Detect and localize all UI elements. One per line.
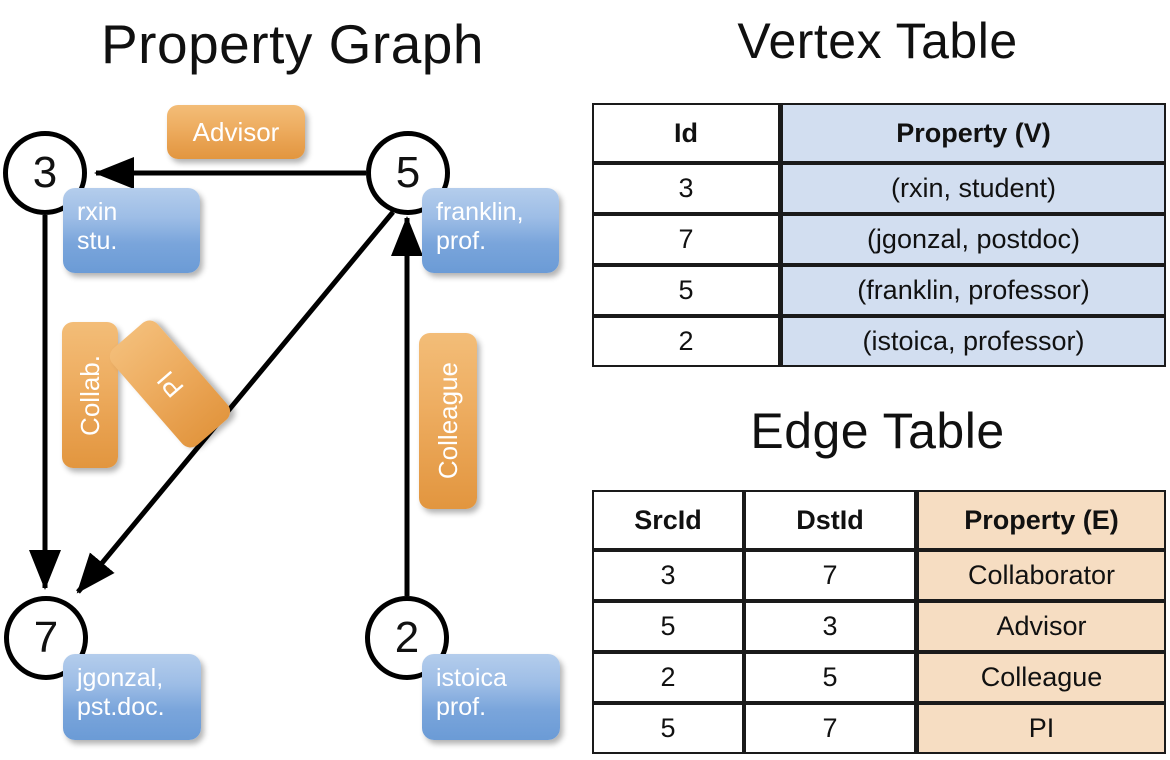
vertex-table-cell-property: (rxin, student) bbox=[780, 163, 1166, 214]
edge-table-cell-srcid: 5 bbox=[592, 703, 744, 754]
vertex-property-line: rxin bbox=[77, 198, 118, 226]
table-row: 5 3 Advisor bbox=[592, 601, 1166, 652]
vertex-property-box-istoica[interactable]: istoica prof. bbox=[422, 654, 560, 740]
graph-node-7-label: 7 bbox=[33, 613, 59, 662]
vertex-table-cell-id: 3 bbox=[592, 163, 780, 214]
vertex-property-line: prof. bbox=[436, 226, 487, 255]
edge-property-box-colleague[interactable]: Colleague bbox=[419, 333, 477, 509]
vertex-table-cell-id: 7 bbox=[592, 214, 780, 265]
vertex-table-header-id: Id bbox=[592, 103, 780, 163]
vertex-property-line: prof. bbox=[436, 692, 487, 721]
table-row: 5 7 PI bbox=[592, 703, 1166, 754]
edge-table-cell-dstid: 7 bbox=[744, 550, 916, 601]
property-graph-diagram: 3 5 7 2 rxin stu. franklin, prof. jgonza… bbox=[3, 105, 560, 740]
edge-table-cell-dstid: 3 bbox=[744, 601, 916, 652]
edge-table-cell-srcid: 2 bbox=[592, 652, 744, 703]
graph-edges-layer bbox=[29, 157, 423, 596]
edge-table-cell-property: Colleague bbox=[916, 652, 1166, 703]
table-row: 3 (rxin, student) bbox=[592, 163, 1166, 214]
graph-node-3-label: 3 bbox=[32, 148, 58, 197]
vertex-table-cell-id: 2 bbox=[592, 316, 780, 367]
edge-table-cell-srcid: 3 bbox=[592, 550, 744, 601]
table-row: 2 (istoica, professor) bbox=[592, 316, 1166, 367]
table-header-row: SrcId DstId Property (E) bbox=[592, 490, 1166, 550]
edge-property-box-advisor[interactable]: Advisor bbox=[167, 105, 305, 159]
page-title-property-graph: Property Graph bbox=[100, 13, 484, 75]
edge-table-cell-dstid: 7 bbox=[744, 703, 916, 754]
edge-table-cell-property: Advisor bbox=[916, 601, 1166, 652]
table-row: 3 7 Collaborator bbox=[592, 550, 1166, 601]
graph-node-2-label: 2 bbox=[394, 613, 420, 662]
vertex-property-line: pst.doc. bbox=[77, 692, 165, 721]
vertex-table-cell-property: (jgonzal, postdoc) bbox=[780, 214, 1166, 265]
edge-property-label: Advisor bbox=[192, 116, 280, 147]
table-header-row: Id Property (V) bbox=[592, 103, 1166, 163]
vertex-property-box-rxin[interactable]: rxin stu. bbox=[63, 188, 200, 273]
vertex-property-line: franklin, bbox=[436, 198, 524, 226]
vertex-property-line: stu. bbox=[77, 226, 118, 255]
vertex-property-line: jgonzal, bbox=[77, 664, 164, 692]
edge-property-box-collab[interactable]: Collab. bbox=[62, 322, 118, 468]
table-row: 7 (jgonzal, postdoc) bbox=[592, 214, 1166, 265]
table-row: 2 5 Colleague bbox=[592, 652, 1166, 703]
edge-table-header-dstid: DstId bbox=[744, 490, 916, 550]
edge-table-header-srcid: SrcId bbox=[592, 490, 744, 550]
vertex-table-header-property: Property (V) bbox=[780, 103, 1166, 163]
vertex-table-cell-id: 5 bbox=[592, 265, 780, 316]
page-title-vertex-table: Vertex Table bbox=[737, 13, 1018, 69]
edge-table: SrcId DstId Property (E) 3 7 Collaborato… bbox=[592, 490, 1166, 754]
graph-node-2[interactable]: 2 bbox=[365, 596, 449, 680]
table-row: 5 (franklin, professor) bbox=[592, 265, 1166, 316]
vertex-property-box-jgonzal[interactable]: jgonzal, pst.doc. bbox=[63, 654, 201, 740]
vertex-table-cell-property: (franklin, professor) bbox=[780, 265, 1166, 316]
edge-table-cell-property: Collaborator bbox=[916, 550, 1166, 601]
edge-table-cell-dstid: 5 bbox=[744, 652, 916, 703]
graph-node-5-label: 5 bbox=[395, 148, 421, 197]
edge-property-label: PI bbox=[150, 365, 190, 404]
edge-property-label: Collab. bbox=[74, 354, 105, 436]
edge-table-cell-property: PI bbox=[916, 703, 1166, 754]
edge-5-to-7-pi bbox=[76, 210, 395, 594]
vertex-property-line: istoica bbox=[436, 664, 507, 692]
vertex-property-box-franklin[interactable]: franklin, prof. bbox=[422, 188, 559, 273]
edge-table-cell-srcid: 5 bbox=[592, 601, 744, 652]
graph-node-5[interactable]: 5 bbox=[366, 131, 450, 215]
edge-table-header-property: Property (E) bbox=[916, 490, 1166, 550]
page-title-edge-table: Edge Table bbox=[750, 403, 1005, 459]
vertex-table: Id Property (V) 3 (rxin, student) 7 (jgo… bbox=[592, 103, 1166, 367]
edge-property-label: Colleague bbox=[432, 362, 463, 480]
vertex-table-cell-property: (istoica, professor) bbox=[780, 316, 1166, 367]
